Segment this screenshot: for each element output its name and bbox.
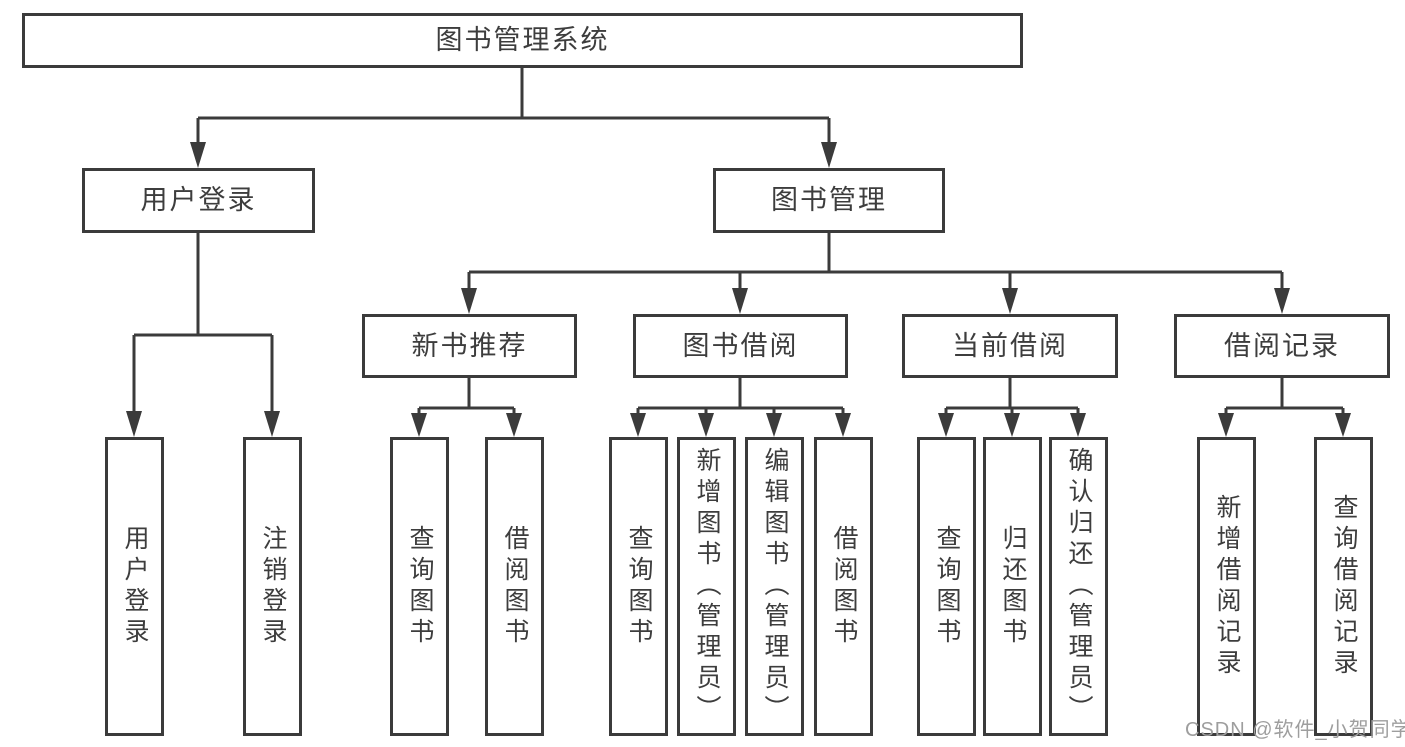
connector-currentborrow-to-leaves: [944, 378, 1080, 416]
node-book-management: 图书管理: [713, 168, 945, 233]
leaf-query-books-current: 查询图书: [917, 437, 976, 736]
arrowhead-icon: [1004, 413, 1020, 437]
arrowhead-icon: [411, 413, 427, 437]
arrowhead-icon: [1070, 413, 1086, 437]
arrowhead-icon: [630, 413, 646, 437]
arrowhead-icon: [461, 288, 477, 314]
arrowhead-icon: [1218, 413, 1234, 437]
node-label: 新增借阅记录: [1213, 493, 1241, 680]
arrowhead-icon: [821, 142, 837, 168]
node-label: 归还图书: [999, 524, 1027, 649]
arrowhead-icon: [938, 413, 954, 437]
node-label: 用户登录: [121, 524, 149, 649]
connector-root-to-level2: [196, 68, 831, 144]
connector-userlogin-to-leaves: [132, 233, 274, 413]
arrowhead-icon: [190, 142, 206, 168]
arrowhead-icon: [126, 411, 142, 437]
node-label: 借阅图书: [501, 524, 529, 649]
leaf-add-book-admin: 新增图书（管理员）: [677, 437, 736, 736]
node-label: 新增图书（管理员）: [693, 447, 721, 726]
arrowhead-icon: [766, 413, 782, 437]
leaf-query-borrow-record: 查询借阅记录: [1314, 437, 1373, 736]
leaf-query-books-borrow: 查询图书: [609, 437, 668, 736]
node-label: 图书管理: [771, 185, 887, 215]
node-label: 注销登录: [259, 524, 287, 649]
node-label: 确认归还（管理员）: [1065, 447, 1093, 726]
node-label: 查询图书: [625, 524, 653, 649]
node-label: 图书管理系统: [435, 25, 610, 55]
arrowhead-icon: [732, 288, 748, 314]
connector-bookmgmt-to-level3: [467, 233, 1284, 292]
node-label: 新书推荐: [411, 330, 528, 361]
node-label: 图书借阅: [682, 330, 799, 361]
node-user-login: 用户登录: [82, 168, 315, 233]
arrowhead-icon: [1335, 413, 1351, 437]
node-label: 编辑图书（管理员）: [761, 447, 789, 726]
leaf-borrow-books: 借阅图书: [814, 437, 873, 736]
leaf-return-book: 归还图书: [983, 437, 1042, 736]
leaf-confirm-return-admin: 确认归还（管理员）: [1049, 437, 1108, 736]
leaf-query-books-recommend: 查询图书: [390, 437, 449, 736]
leaf-borrow-books-recommend: 借阅图书: [485, 437, 544, 736]
node-label: 借阅记录: [1224, 330, 1340, 361]
node-label: 查询图书: [933, 524, 961, 649]
connector-newbook-to-leaves: [417, 378, 516, 416]
node-library-management-system: 图书管理系统: [22, 13, 1023, 68]
leaf-edit-book-admin: 编辑图书（管理员）: [745, 437, 804, 736]
node-label: 查询图书: [406, 524, 434, 649]
connector-bookborrow-to-leaves: [636, 378, 845, 416]
leaf-user-login: 用户登录: [105, 437, 164, 736]
node-borrow-records: 借阅记录: [1174, 314, 1390, 378]
arrowhead-icon: [835, 413, 851, 437]
leaf-add-borrow-record: 新增借阅记录: [1197, 437, 1256, 736]
node-label: 借阅图书: [830, 524, 858, 649]
arrowhead-icon: [1002, 288, 1018, 314]
watermark-text: CSDN @软件_小贺同学: [1185, 719, 1405, 741]
connector-borrowrecords-to-leaves: [1224, 378, 1345, 416]
node-book-borrow: 图书借阅: [633, 314, 848, 378]
node-label: 用户登录: [140, 185, 257, 215]
node-current-borrow: 当前借阅: [902, 314, 1118, 378]
arrowhead-icon: [264, 411, 280, 437]
leaf-logout: 注销登录: [243, 437, 302, 736]
arrowhead-icon: [698, 413, 714, 437]
node-label: 当前借阅: [952, 330, 1068, 361]
node-label: 查询借阅记录: [1330, 493, 1358, 680]
arrowhead-icon: [506, 413, 522, 437]
arrowhead-icon: [1274, 288, 1290, 314]
node-new-book-recommend: 新书推荐: [362, 314, 577, 378]
